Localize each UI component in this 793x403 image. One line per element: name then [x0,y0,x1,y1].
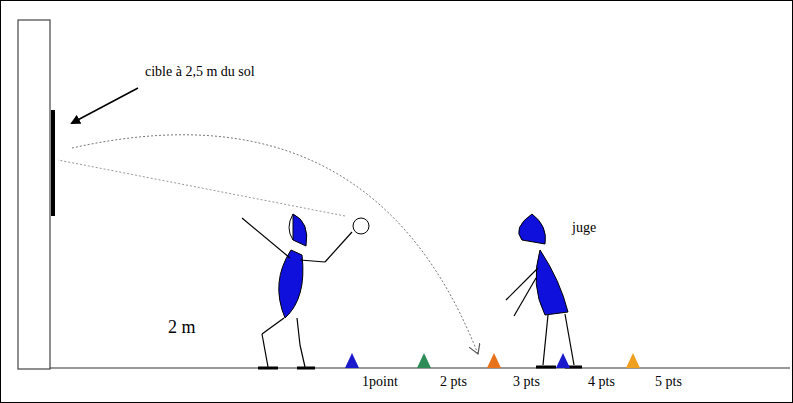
score-label: 1point [362,374,398,389]
thrower-figure [242,214,352,368]
wall [18,20,50,369]
cone [487,353,501,368]
throw-line [58,160,345,216]
cone [417,353,431,368]
score-label: 3 pts [513,374,540,389]
score-label: 5 pts [655,374,682,389]
score-label: 2 pts [440,374,467,389]
cone [556,353,570,368]
target [51,110,55,216]
judge-figure [506,214,582,367]
target-label: cible à 2,5 m du sol [145,64,255,79]
cone [626,353,640,368]
judge-label: juge [572,220,596,235]
cone [345,353,359,368]
score-label: 4 pts [588,374,615,389]
rebound-trajectory [72,135,478,354]
distance-label: 2 m [168,318,196,338]
ball [353,218,369,234]
callout-arrow [72,88,138,123]
